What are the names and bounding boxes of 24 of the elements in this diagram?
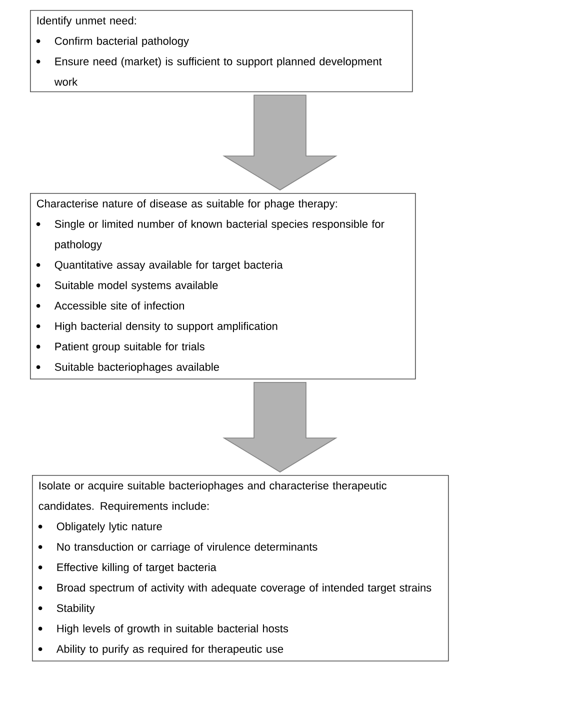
bullet-item: Single or limited number of known bacterial species responsible for pathology	[54, 220, 384, 250]
process-box	[32, 475, 449, 662]
bullet-item: Obligately lytic nature	[56, 522, 162, 532]
bullet-item: High levels of growth in suitable bacterial hosts	[57, 624, 288, 635]
bullet-item: Ability to purify as required for therapeutic use	[56, 644, 284, 655]
bullet-item: Stability	[56, 604, 95, 614]
box-heading: Identify unmet need:	[37, 16, 136, 27]
bullet-item: Ensure need (market) is sufficient to support planned development work	[54, 57, 382, 86]
bullet-item: High bacterial density to support amplification	[55, 322, 278, 332]
box-heading: Isolate or acquire suitable bacteriophages and characterise therapeutic candidates. Requirements include:	[38, 481, 386, 512]
bullet-item: Accessible site of infection	[54, 302, 184, 310]
bullet-item: Broad spectrum of activity with adequate coverage of intended target strains	[57, 584, 432, 594]
box-heading: Characterise nature of disease as suitable for phage therapy:	[36, 199, 337, 210]
process-box	[30, 193, 416, 380]
bullet-item: Confirm bacterial pathology	[54, 36, 189, 48]
bullet-item: Suitable bacteriophages available	[54, 362, 219, 373]
process-box	[30, 10, 413, 92]
block-arrow	[222, 94, 338, 190]
block-arrow	[222, 382, 338, 472]
bullet-item: Patient group suitable for trials	[55, 342, 204, 353]
bullet-item: No transduction or carriage of virulence determinants	[57, 542, 318, 553]
bullet-item: Effective killing of target bacteria	[57, 563, 216, 574]
bullet-item: Quantitative assay available for target bacteria	[54, 260, 283, 271]
bullet-item: Suitable model systems available	[54, 281, 218, 292]
